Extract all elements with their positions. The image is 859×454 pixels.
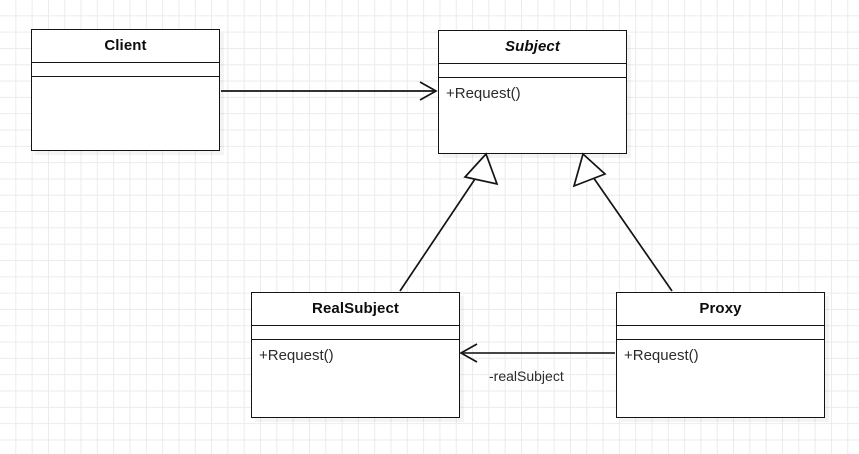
edge-client-uses-subject bbox=[221, 81, 438, 101]
class-attributes-proxy bbox=[617, 326, 824, 340]
edge-proxy-inherits-subject bbox=[572, 152, 673, 292]
class-operations-realsubject: +Request() bbox=[252, 340, 459, 417]
class-operations-client bbox=[32, 77, 219, 150]
uml-class-proxy[interactable]: Proxy +Request() bbox=[616, 292, 825, 418]
class-title-realsubject: RealSubject bbox=[252, 293, 459, 326]
class-operations-subject: +Request() bbox=[439, 78, 626, 153]
edge-line bbox=[399, 175, 478, 292]
class-attributes-realsubject bbox=[252, 326, 459, 340]
operation-item: +Request() bbox=[259, 347, 334, 364]
class-title-subject: Subject bbox=[439, 31, 626, 64]
hollow-triangle-arrowhead-icon bbox=[572, 152, 607, 188]
edge-label-realsubject: -realSubject bbox=[489, 368, 564, 384]
uml-class-subject[interactable]: Subject +Request() bbox=[438, 30, 627, 154]
edge-line bbox=[592, 176, 673, 292]
edge-proxy-refs-realsubject bbox=[459, 343, 615, 363]
class-attributes-subject bbox=[439, 64, 626, 78]
class-title-proxy: Proxy bbox=[617, 293, 824, 326]
class-operations-proxy: +Request() bbox=[617, 340, 824, 417]
uml-class-realsubject[interactable]: RealSubject +Request() bbox=[251, 292, 460, 418]
open-arrowhead-icon bbox=[459, 343, 478, 363]
class-attributes-client bbox=[32, 63, 219, 77]
operation-item: +Request() bbox=[624, 347, 699, 364]
uml-class-client[interactable]: Client bbox=[31, 29, 220, 151]
class-title-client: Client bbox=[32, 30, 219, 63]
open-arrowhead-icon bbox=[419, 81, 438, 101]
hollow-triangle-arrowhead-icon bbox=[463, 152, 499, 186]
edge-realsubject-inherits-subject bbox=[399, 152, 499, 292]
operation-item: +Request() bbox=[446, 85, 521, 102]
